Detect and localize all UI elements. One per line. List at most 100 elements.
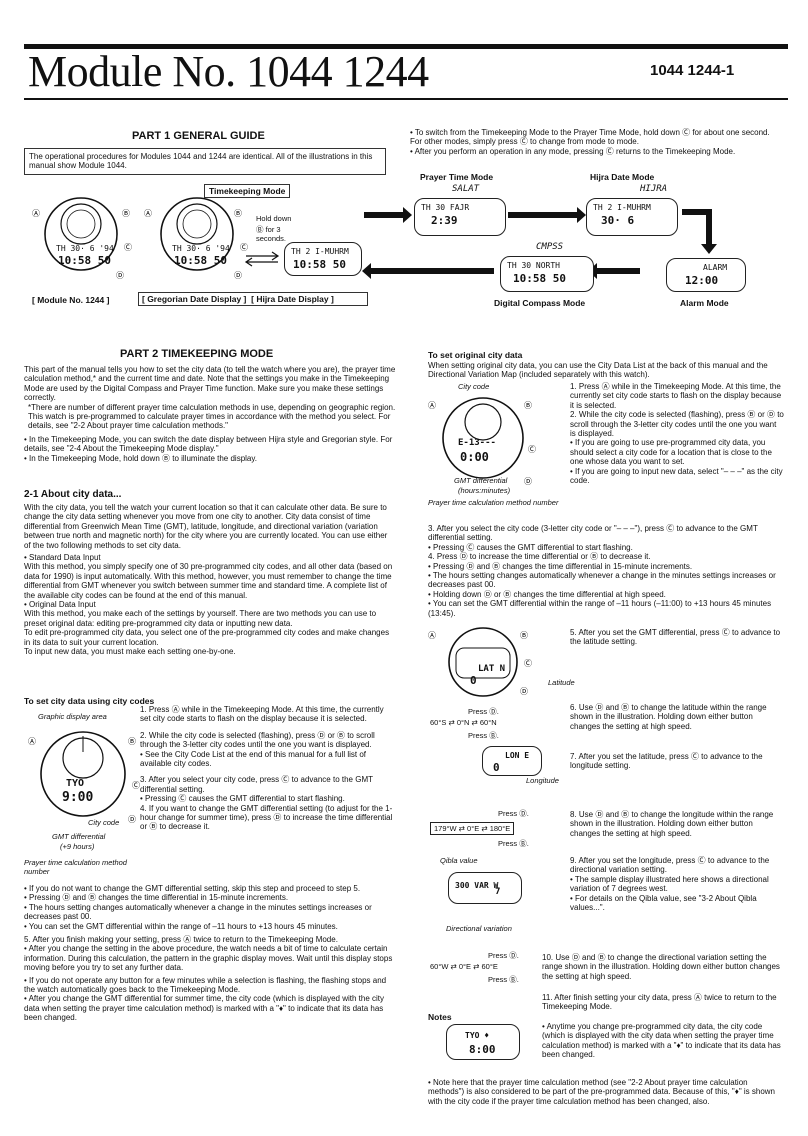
watch1-line1: TH 30· 6 '94 — [56, 244, 114, 253]
lcd-lat-0: 0 — [470, 674, 477, 687]
module-code: 1044 1244-1 — [650, 62, 735, 79]
orig-steps-1-2: 1. Press Ⓐ while in the Timekeeping Mode… — [570, 382, 784, 486]
svg-text:Ⓒ: Ⓒ — [124, 243, 132, 252]
svg-text:Ⓑ: Ⓑ — [122, 209, 130, 218]
hold-down-text: Hold down — [256, 214, 292, 223]
directional-variation-label: Directional variation — [446, 924, 512, 933]
arrow-to-hijra — [508, 207, 586, 223]
svg-text:Ⓑ: Ⓑ — [520, 631, 528, 640]
toggle-arrows — [244, 251, 280, 267]
orig-steps-3-4: 3. After you select the city code (3-let… — [428, 524, 776, 618]
orig-hours-min: (hours:minutes) — [458, 486, 511, 495]
lat-press-b: Press Ⓑ. — [468, 731, 499, 740]
caption-date-displays: [ Gregorian Date Display ] [ Hijra Date … — [138, 292, 368, 306]
city-code-steps: 1. Press Ⓐ while in the Timekeeping Mode… — [140, 705, 393, 832]
qibla-label: Qibla value — [440, 856, 478, 865]
lcd-tyo: TYO — [66, 778, 85, 789]
step-9: 9. After you set the longitude, press Ⓒ … — [570, 856, 770, 913]
section-2-1-heading: 2-1 About city data... — [24, 489, 122, 500]
step-8: 8. Use Ⓓ and Ⓑ to change the longitude w… — [570, 810, 774, 838]
watch1-line2: 10:58 50 — [58, 254, 111, 267]
watch-gregorian-illustration: Ⓐ Ⓑ Ⓒ Ⓓ — [144, 197, 248, 280]
original-city-intro: When setting original city data, you can… — [428, 361, 768, 380]
lcd-dash: E-13--- — [458, 438, 496, 448]
graphic-display-area-label: Graphic display area — [38, 712, 107, 721]
timekeeping-illustrations: Ⓐ Ⓑ Ⓒ Ⓓ TH 30· 6 '94 10:58 50 Ⓐ Ⓑ Ⓒ Ⓓ TH… — [24, 194, 362, 294]
hijra-mode-display: TH 2 I-MUHRM 30· 6 — [586, 198, 678, 236]
mode-switch-bullets: • To switch from the Timekeeping Mode to… — [410, 128, 770, 156]
caption-module: [ Module No. 1244 ] — [32, 295, 110, 305]
watch-city-code-illustration: Ⓐ Ⓑ Ⓒ Ⓓ — [28, 731, 140, 824]
svg-text:Ⓐ: Ⓐ — [28, 737, 36, 746]
qibla-display: 300 VAR W 7 — [448, 872, 522, 904]
lat-range-row: 60°S ⇄ 0°N ⇄ 60°N — [430, 718, 497, 727]
hijra-mode-label: Hijra Date Mode — [590, 172, 655, 182]
arrow-to-timekeeping — [362, 263, 494, 279]
arrow-to-prayer — [364, 207, 412, 223]
part1-heading: PART 1 GENERAL GUIDE — [132, 130, 265, 142]
step-6: 6. Use Ⓓ and Ⓑ to change the latitude wi… — [570, 703, 767, 731]
step-7: 7. After you set the latitude, press Ⓒ t… — [570, 752, 763, 771]
part2-intro-block: This part of the manual tells you how to… — [24, 365, 396, 463]
step-11: 11. After finish setting your city data,… — [542, 993, 777, 1012]
for3-text: Ⓑ for 3 — [256, 225, 281, 234]
prayer-time-display: TH 30 FAJR 2:39 — [414, 198, 506, 236]
svg-text:Ⓓ: Ⓓ — [116, 271, 124, 280]
svg-text:Ⓒ: Ⓒ — [524, 659, 532, 668]
section-2-1-body: With the city data, you tell the watch y… — [24, 503, 393, 657]
svg-text:Ⓒ: Ⓒ — [240, 243, 248, 252]
watch2-line1: TH 30· 6 '94 — [172, 244, 230, 253]
svg-text:Ⓓ: Ⓓ — [520, 687, 528, 696]
arrow-corner-v — [706, 209, 712, 245]
orig-method-label: Prayer time calculation method number — [428, 498, 559, 507]
header-top-rule — [24, 44, 788, 49]
svg-text:Ⓐ: Ⓐ — [428, 401, 436, 410]
var-press-d: Press Ⓓ. — [488, 951, 519, 960]
compass-mode-label: Digital Compass Mode — [494, 298, 586, 308]
var-press-b: Press Ⓑ. — [488, 975, 519, 984]
gmt-diff-label: GMT differential — [52, 832, 106, 841]
lcd-lat: LAT N — [478, 664, 506, 674]
latitude-label: Latitude — [548, 678, 575, 687]
alarm-mode-display: ALARM 12:00 — [666, 258, 746, 292]
hijra-top-label: HIJRA — [640, 184, 668, 194]
svg-text:Ⓐ: Ⓐ — [428, 631, 436, 640]
watch2-line2: 10:58 50 — [174, 254, 227, 267]
header-bottom-rule — [24, 98, 788, 100]
lon-press-b: Press Ⓑ. — [498, 839, 529, 848]
timekeeping-mode-label: Timekeeping Mode — [204, 184, 291, 198]
original-city-heading: To set original city data — [428, 350, 523, 360]
prayer-method-label: Prayer time calculation method number — [24, 858, 127, 876]
step-10: 10. Use Ⓓ and Ⓑ to change the directiona… — [542, 953, 780, 981]
city-codes-heading: To set city data using city codes — [24, 696, 155, 706]
compass-top-label: CMPSS — [536, 242, 564, 252]
alarm-mode-label: Alarm Mode — [680, 298, 729, 308]
city-code-notes: • If you do not want to change the GMT d… — [24, 884, 393, 1023]
gmt-diff-value: (+9 hours) — [60, 842, 95, 851]
city-code-label: City code — [88, 818, 120, 827]
svg-text:Ⓓ: Ⓓ — [234, 271, 242, 280]
seconds-text: seconds. — [256, 234, 287, 243]
svg-text:Ⓓ: Ⓓ — [128, 815, 136, 824]
note-2: • Note here that the prayer time calcula… — [428, 1078, 775, 1106]
step-5: 5. After you set the GMT differential, p… — [570, 628, 781, 647]
prayer-top-label: SALAT — [452, 184, 480, 194]
notes-display: TYO ♦ 8:00 — [446, 1024, 520, 1060]
watch-original-data-illustration: Ⓐ Ⓑ Ⓒ Ⓓ — [428, 397, 536, 486]
lcd-000: 0:00 — [460, 450, 489, 464]
svg-text:Ⓑ: Ⓑ — [234, 209, 242, 218]
svg-text:Ⓐ: Ⓐ — [32, 209, 40, 218]
watch-1244-illustration: Ⓐ Ⓑ Ⓒ Ⓓ — [32, 197, 132, 280]
svg-text:Ⓐ: Ⓐ — [144, 209, 152, 218]
hijra-date-display: TH 2 I-MUHRM 10:58 50 — [284, 242, 362, 276]
arrow-down-head — [701, 244, 717, 254]
prayer-mode-label: Prayer Time Mode — [420, 172, 494, 182]
watch-latitude-illustration: Ⓐ Ⓑ Ⓒ Ⓓ — [428, 627, 532, 697]
part1-intro: The operational procedures for Modules 1… — [24, 148, 386, 175]
compass-mode-display: TH 30 NORTH 10:58 50 — [500, 256, 594, 292]
svg-text:Ⓒ: Ⓒ — [132, 781, 140, 790]
lcd-900: 9:00 — [62, 790, 94, 805]
var-range-row: 60°W ⇄ 0°E ⇄ 60°E — [430, 962, 498, 971]
orig-city-code-label: City code — [458, 382, 490, 391]
svg-text:Ⓑ: Ⓑ — [128, 737, 136, 746]
